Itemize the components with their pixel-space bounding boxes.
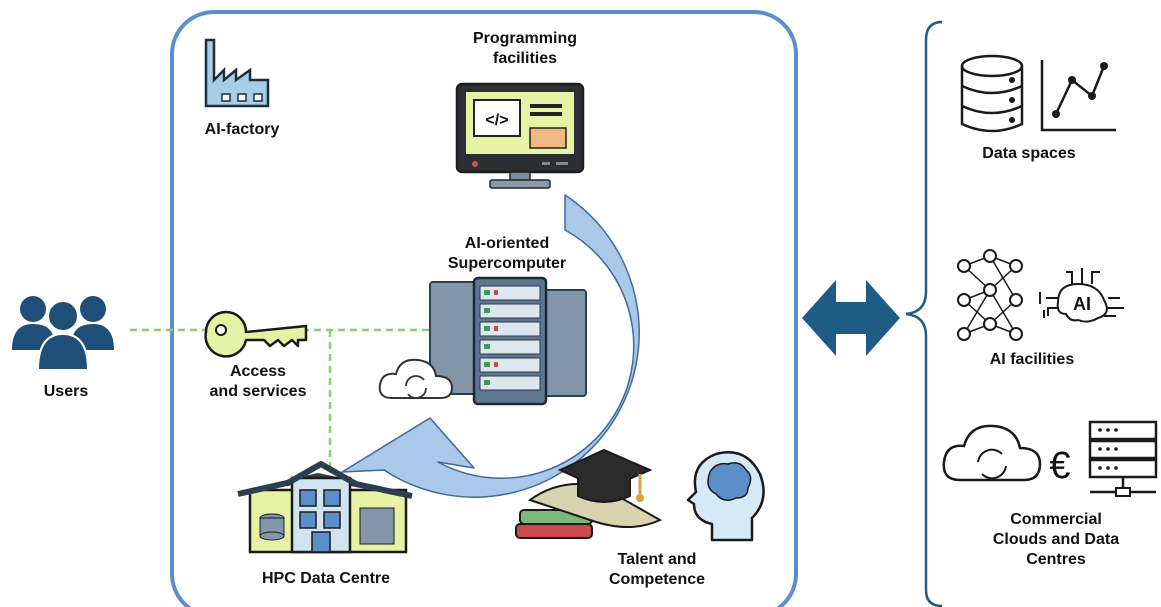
ai-chip-label: AI (1073, 294, 1091, 314)
factory-icon (204, 38, 270, 108)
right-brace (905, 20, 943, 607)
label-ai-factory: AI-factory (204, 121, 280, 138)
building-icon (237, 461, 413, 554)
label-users: Users (43, 383, 89, 400)
label-hpc-data-centre: HPC Data Centre (261, 570, 391, 587)
users-icon (12, 296, 114, 371)
euro-icon: € (1049, 445, 1070, 487)
code-symbol: </> (485, 112, 508, 129)
line-chart-icon (1040, 60, 1116, 132)
server-network-icon (1088, 420, 1158, 497)
key-icon (204, 310, 308, 358)
cycle-arrow (341, 194, 640, 498)
label-ai-oriented-supercomputer: AI-oriented Supercomputer (447, 235, 567, 272)
label-ai-facilities: AI facilities (989, 351, 1075, 368)
cloud-sync-icon (378, 358, 454, 399)
cloud-sync-icon (942, 424, 1042, 482)
double-arrow-icon (802, 280, 900, 356)
label-commercial-clouds: Commercial Clouds and Data Centres (992, 511, 1120, 568)
computer-monitor-icon: </> (455, 82, 585, 189)
ai-chip-icon: AI (1039, 268, 1124, 323)
label-talent-and-competence: Talent and Competence (608, 551, 706, 588)
server-rack-icon (429, 276, 587, 406)
connection-lines (130, 328, 430, 468)
label-programming-facilities: Programming facilities (472, 30, 577, 67)
graduation-cap-icon (515, 448, 663, 539)
database-icon (960, 54, 1024, 133)
neural-network-icon (957, 249, 1023, 341)
ai-factory-frame (170, 10, 798, 607)
label-access-and-services: Access and services (209, 363, 307, 400)
brain-head-icon (686, 451, 765, 542)
label-data-spaces: Data spaces (982, 145, 1076, 162)
